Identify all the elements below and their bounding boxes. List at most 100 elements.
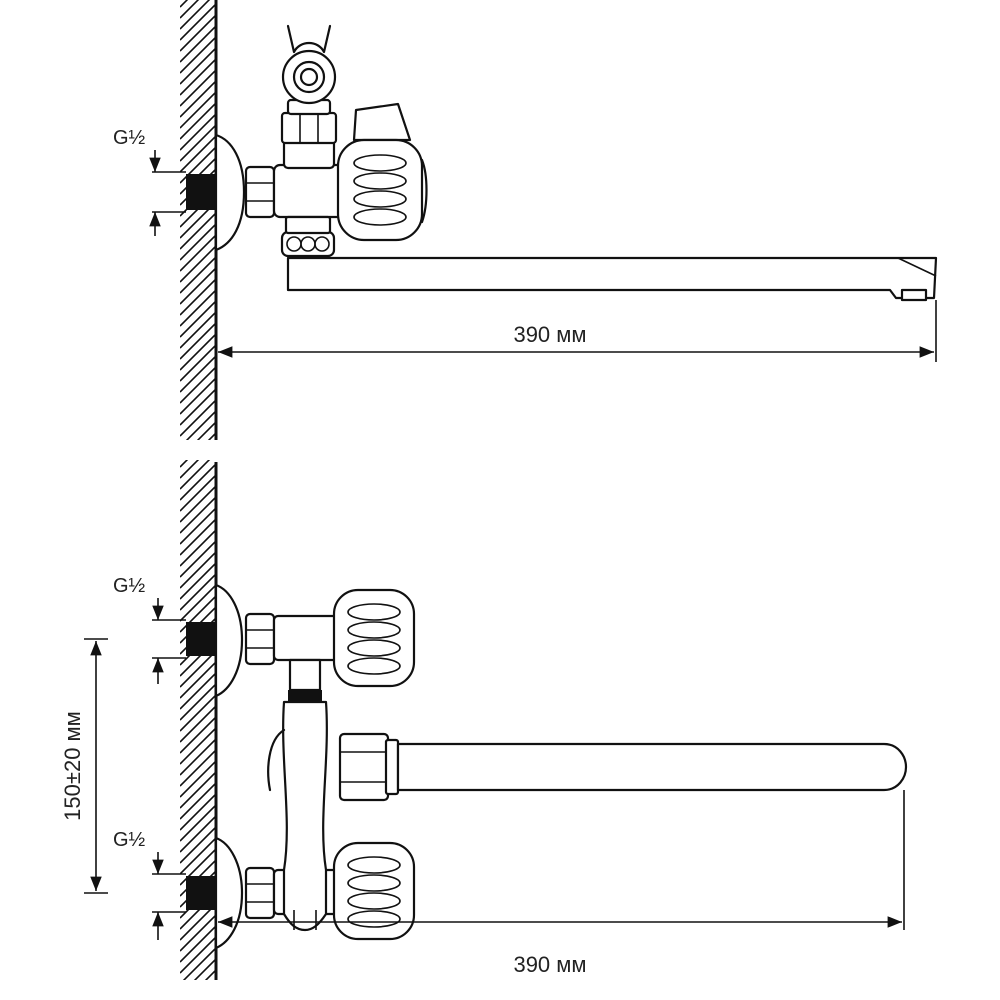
thread-label-front-lower: G½ [113, 829, 146, 851]
inlet-pipe-top [186, 174, 216, 210]
wall-hatch-line [180, 355, 216, 393]
spout-nut-front [338, 732, 390, 802]
wall-hatch-line [180, 793, 216, 831]
wall-hatch-line [185, 410, 216, 440]
wall-hatch-line [180, 91, 216, 129]
wall-hatch-line [180, 399, 216, 437]
mixer-body-top [272, 163, 346, 219]
center-distance-label: 150±20 мм [60, 711, 85, 821]
center-distance-dimension [84, 638, 108, 894]
wall-hatch-line [180, 388, 216, 426]
wall-hatch-line [193, 958, 216, 980]
wall-hatch-line [180, 925, 216, 963]
wall-hatch-line [180, 69, 216, 107]
thread-dimension-upper [152, 598, 186, 684]
lever-handle-top [352, 102, 412, 142]
spout-top [286, 256, 938, 300]
wall-hatch-line [180, 562, 216, 600]
wall-hatch-line [180, 0, 189, 8]
side-view: G½ 390 мм [113, 0, 938, 440]
wall-hatch-line [180, 573, 216, 611]
wall-hatch-line [207, 432, 216, 440]
wall-hatch-line [180, 914, 216, 952]
length-dimension-top [218, 300, 937, 362]
eccentric-nut-upper [244, 612, 276, 666]
diverter-stem [282, 138, 336, 170]
wall-hatch-line [180, 0, 211, 30]
swivel-connector-top [280, 230, 336, 258]
wall-hatch-line [180, 837, 216, 875]
wall-hatch-line [180, 672, 216, 710]
inlet-pipe-lower [186, 876, 216, 910]
wall-hatch-line [180, 463, 216, 501]
wall-hatch-line [180, 540, 216, 578]
wall-hatch-line [180, 58, 216, 96]
wall-hatch-line [180, 0, 200, 19]
wall-hatch-line [204, 969, 216, 980]
wall-hatch-line [180, 661, 216, 699]
wall-flange-upper [214, 583, 244, 698]
wall-hatch-line [180, 782, 216, 820]
shower-hose-fork [286, 24, 332, 54]
mixer-body-front [282, 700, 328, 932]
wall-hatch-line [180, 377, 216, 415]
wall-hatch-line [180, 738, 216, 776]
wall-hatch-line [180, 981, 216, 1000]
wall-hatch-line [180, 694, 216, 732]
wall-hatch-line [180, 256, 216, 294]
wall-hatch-line [180, 267, 216, 305]
mixer-neck-upper [288, 658, 322, 692]
wall-hatch-line [180, 815, 216, 853]
wall-hatch-line [180, 529, 216, 567]
wall-hatch-line [180, 749, 216, 787]
inlet-pipe-upper [186, 622, 216, 656]
wall-hatch-line [180, 760, 216, 798]
wall-hatch-line [180, 804, 216, 842]
wall-hatch-line [180, 460, 200, 479]
wall-hatch-line [180, 300, 216, 338]
wall-hatch-line [180, 333, 216, 371]
wall-hatching-bottom [180, 460, 218, 1000]
wall-hatch-line [180, 36, 216, 74]
spout-length-label-side: 390 мм [513, 322, 586, 347]
wall-hatch-line [196, 421, 216, 440]
wall-hatch-line [180, 727, 216, 765]
diverter-nut [280, 111, 338, 145]
wall-hatch-line [180, 551, 216, 589]
wall-hatching-top [180, 0, 218, 440]
wall-hatch-line [180, 460, 189, 468]
eccentric-nut-lower [244, 866, 276, 920]
wall-hatch-line [180, 278, 216, 316]
wall-hatch-line [180, 124, 216, 162]
wall-hatch-line [180, 234, 216, 272]
wall-hatch-line [180, 474, 216, 512]
wall-hatch-line [180, 113, 216, 151]
wall-hatch-line [180, 14, 216, 52]
thread-label-side: G½ [113, 127, 146, 149]
wall-hatch-line [180, 366, 216, 404]
wall-hatch-line [180, 102, 216, 140]
wall-hatch-line [180, 25, 216, 63]
wall-hatch-line [180, 460, 211, 490]
wall-hatch-line [180, 47, 216, 85]
wall-hatch-line [180, 212, 216, 250]
wall-hatch-line [180, 771, 216, 809]
handle-grips-top [353, 154, 407, 226]
mixer-neck-band [288, 690, 322, 702]
wall-hatch-line [180, 705, 216, 743]
length-dimension-bottom [218, 790, 905, 930]
spout-front [396, 742, 908, 792]
wall-hatch-line [180, 518, 216, 556]
wall-hatch-line [182, 947, 216, 980]
wall-hatch-line [180, 289, 216, 327]
wall-hatch-line [180, 135, 216, 173]
wall-hatch-line [180, 80, 216, 118]
wall-hatch-line [180, 826, 216, 864]
wall-hatch-line [180, 3, 216, 41]
eccentric-nut-top [244, 165, 276, 219]
wall-hatch-line [180, 322, 216, 360]
wall-hatch-line [180, 507, 216, 545]
wall-hatch-line [180, 992, 216, 1000]
wall-hatch-line [180, 936, 216, 974]
